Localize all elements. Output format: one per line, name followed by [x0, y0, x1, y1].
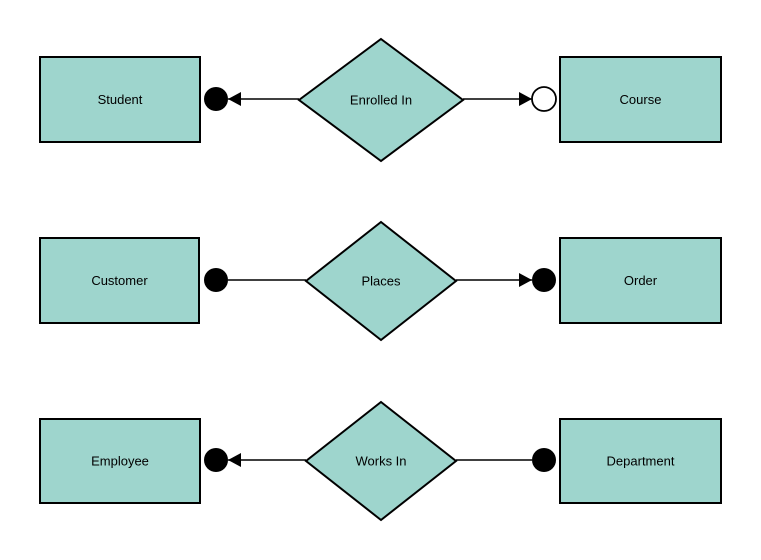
relationship-label: Works In — [355, 453, 406, 468]
filled-circle-marker-icon — [204, 87, 228, 111]
filled-circle-marker-icon — [204, 448, 228, 472]
entity-box[interactable] — [39, 56, 201, 143]
entity-label: Student — [98, 92, 143, 107]
entity-label: Employee — [91, 453, 149, 468]
filled-circle-marker-icon — [532, 268, 556, 292]
connector-places-order — [456, 273, 532, 287]
entity-employee[interactable]: Employee — [39, 418, 201, 504]
relationship-label: Places — [361, 273, 401, 288]
arrowhead-right-icon — [519, 273, 532, 287]
entity-label: Course — [620, 92, 662, 107]
relationship-enrolled-in[interactable]: Enrolled In — [297, 37, 465, 163]
entity-course[interactable]: Course — [559, 56, 722, 143]
entity-box[interactable] — [559, 237, 722, 324]
entity-label: Department — [607, 453, 675, 468]
connector-student-enrolled-in — [228, 92, 299, 106]
filled-circle-marker-icon — [204, 268, 228, 292]
relationship-places[interactable]: Places — [304, 220, 458, 342]
relationship-works-in[interactable]: Works In — [304, 400, 458, 522]
connector-employee-works-in — [228, 453, 306, 467]
connector-enrolled-in-course — [463, 92, 532, 106]
arrowhead-left-icon — [228, 453, 241, 467]
entity-student[interactable]: Student — [39, 56, 201, 143]
relationship-diamond[interactable] — [304, 400, 458, 522]
relationship-diamond[interactable] — [304, 220, 458, 342]
filled-circle-marker-icon — [532, 448, 556, 472]
entity-box[interactable] — [559, 418, 722, 504]
relationship-diamond[interactable] — [297, 37, 465, 163]
entity-box[interactable] — [559, 56, 722, 143]
arrowhead-left-icon — [228, 92, 241, 106]
relationship-label: Enrolled In — [350, 92, 412, 107]
connectors-layer — [228, 92, 532, 467]
entity-customer[interactable]: Customer — [39, 237, 200, 324]
markers-layer — [204, 86, 557, 472]
arrowhead-right-icon — [519, 92, 532, 106]
entity-label: Order — [624, 273, 658, 288]
entity-box[interactable] — [39, 418, 201, 504]
entity-department[interactable]: Department — [559, 418, 722, 504]
entity-order[interactable]: Order — [559, 237, 722, 324]
hollow-circle-marker-icon — [531, 86, 557, 112]
entity-box[interactable] — [39, 237, 200, 324]
entity-label: Customer — [91, 273, 148, 288]
